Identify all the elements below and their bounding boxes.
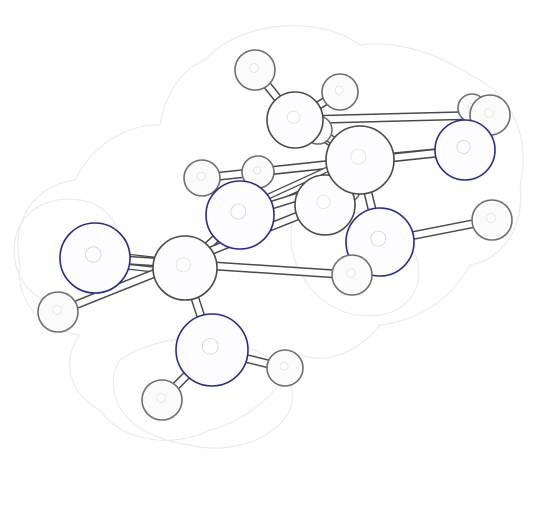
atom-h-h13: [141, 379, 183, 421]
atom-h-h14: [266, 349, 304, 387]
atom-highlight: [249, 63, 259, 73]
atom-highlight: [316, 194, 331, 209]
atom-highlight: [456, 139, 471, 154]
atom-h-h1: [234, 49, 276, 91]
atom-highlight: [85, 246, 102, 263]
atom-highlight: [287, 110, 301, 124]
atom-highlight: [484, 108, 494, 118]
atom-h-h2: [321, 73, 359, 111]
atom-c-c1: [266, 91, 324, 149]
atom-c-c4: [294, 174, 356, 236]
atom-n-n3: [175, 313, 249, 387]
atom-h-h12: [37, 291, 79, 333]
atom-highlight: [196, 171, 206, 181]
atoms-layer: [37, 49, 513, 421]
atom-highlight: [156, 393, 166, 403]
atom-highlight: [201, 338, 219, 355]
atom-c-c5: [152, 235, 218, 301]
atom-h-h11: [331, 254, 373, 296]
atom-highlight: [175, 257, 191, 273]
atom-highlight: [346, 268, 356, 278]
surface-outline-top: [17, 25, 524, 441]
bond-core: [92, 255, 355, 278]
atom-h-h10: [471, 199, 513, 241]
atom-highlight: [350, 148, 367, 165]
atom-c-c3: [325, 125, 395, 195]
bond-n2-h11: [90, 253, 357, 280]
atom-highlight: [52, 305, 62, 315]
atom-highlight: [370, 230, 387, 247]
atom-h-h6: [183, 159, 221, 197]
atom-n-n1: [205, 180, 275, 250]
atom-highlight: [230, 203, 247, 220]
atom-highlight: [334, 85, 344, 95]
atom-c-c2: [434, 119, 496, 181]
atom-highlight: [253, 166, 262, 175]
atom-n-n2: [59, 222, 131, 294]
atom-highlight: [486, 213, 496, 223]
atom-highlight: [279, 361, 289, 371]
